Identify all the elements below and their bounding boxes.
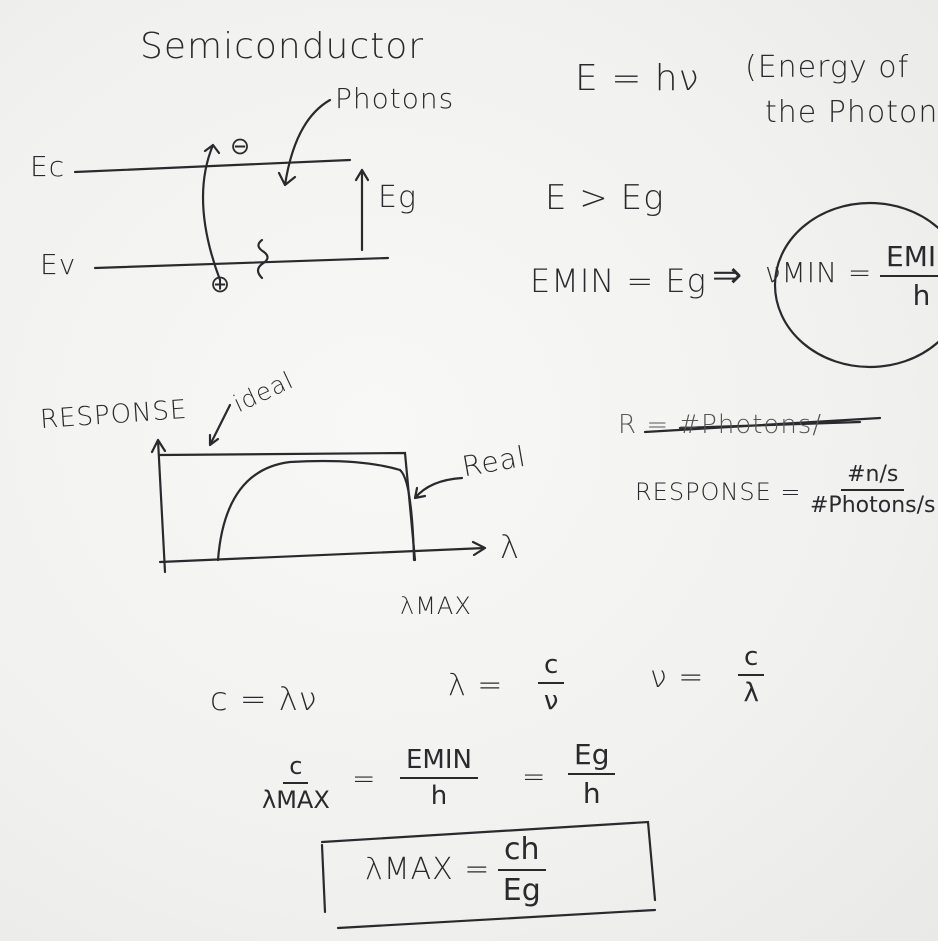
result-numerator: ch bbox=[498, 832, 546, 871]
eg-label: Eg bbox=[378, 180, 417, 215]
result-box bbox=[320, 820, 657, 914]
nu-min-denominator: h bbox=[912, 279, 931, 312]
photons-label: Photons bbox=[335, 82, 455, 115]
f2-denominator: h bbox=[430, 781, 448, 811]
result-lhs: λMAX = bbox=[365, 852, 491, 887]
result-fraction: ch Eg bbox=[498, 832, 546, 908]
response-fraction: #n/s #Photons/s bbox=[810, 462, 935, 518]
response-label: RESPONSE = bbox=[635, 478, 802, 506]
lambda-numerator: c bbox=[538, 650, 565, 684]
f3-denominator: h bbox=[582, 777, 601, 810]
ev-label: Ev bbox=[40, 248, 77, 281]
struck-response-formula: R = #Photons/ bbox=[618, 410, 823, 440]
highlight-circle bbox=[773, 201, 938, 369]
title: Semiconductor bbox=[140, 26, 425, 67]
strike-scribble bbox=[643, 416, 882, 434]
f3-numerator: Eg bbox=[568, 738, 616, 775]
nu-fraction: c λ bbox=[738, 642, 765, 708]
electron-symbol: ⊖ bbox=[230, 132, 252, 160]
lambda-max-label: λMAX bbox=[400, 592, 472, 620]
energy-note-1: (Energy of bbox=[745, 50, 910, 85]
ideal-pointer bbox=[208, 403, 232, 447]
lambda-relation-lhs: λ = bbox=[448, 668, 504, 703]
ec-line bbox=[73, 158, 352, 174]
nu-min-fraction: EMIN h bbox=[880, 240, 938, 312]
energy-formula: E = hν bbox=[575, 58, 700, 99]
result-denominator: Eg bbox=[502, 873, 541, 908]
energy-note-2: the Photon bbox=[765, 95, 938, 130]
f1-numerator: c bbox=[283, 752, 309, 784]
response-numerator: #n/s bbox=[841, 462, 905, 491]
energy-condition: E > Eg bbox=[545, 178, 665, 218]
response-denominator: #Photons/s bbox=[810, 493, 936, 518]
lambda-fraction: c ν bbox=[538, 650, 565, 716]
f1-denominator: λMAX bbox=[262, 786, 330, 814]
ec-label: Ec bbox=[30, 150, 66, 183]
photon-arrow bbox=[277, 98, 332, 187]
photon-squiggle bbox=[256, 238, 269, 280]
equals-1: = bbox=[352, 762, 377, 795]
eg-over-h: Eg h bbox=[568, 738, 616, 810]
c-over-lambda-max: c λMAX bbox=[262, 752, 330, 814]
result-underline bbox=[336, 908, 657, 930]
ideal-curve bbox=[158, 451, 417, 562]
x-axis bbox=[158, 540, 487, 564]
nu-relation-lhs: ν = bbox=[650, 660, 705, 695]
nu-numerator: c bbox=[738, 642, 765, 676]
lambda-denominator: ν bbox=[543, 686, 559, 716]
nu-min-label: νMIN = bbox=[765, 256, 873, 289]
electron-jump-arrow bbox=[201, 143, 222, 282]
nu-min-numerator: EMIN bbox=[880, 240, 938, 277]
f2-numerator: EMIN bbox=[400, 745, 478, 779]
speed-of-light-relation: c = λν bbox=[210, 680, 318, 718]
ev-line bbox=[93, 256, 390, 270]
nu-denominator: λ bbox=[743, 678, 759, 708]
lambda-axis-label: λ bbox=[500, 528, 520, 566]
real-pointer bbox=[413, 476, 464, 500]
hole-symbol: ⊕ bbox=[210, 270, 232, 298]
y-axis bbox=[150, 438, 167, 574]
emin-over-h: EMIN h bbox=[400, 745, 478, 811]
eg-arrow bbox=[354, 168, 370, 252]
emin-equation: EMIN = Eg bbox=[530, 262, 707, 300]
implies-arrow: ⇒ bbox=[712, 255, 744, 296]
equals-2: = bbox=[522, 760, 547, 793]
real-curve bbox=[216, 459, 416, 562]
